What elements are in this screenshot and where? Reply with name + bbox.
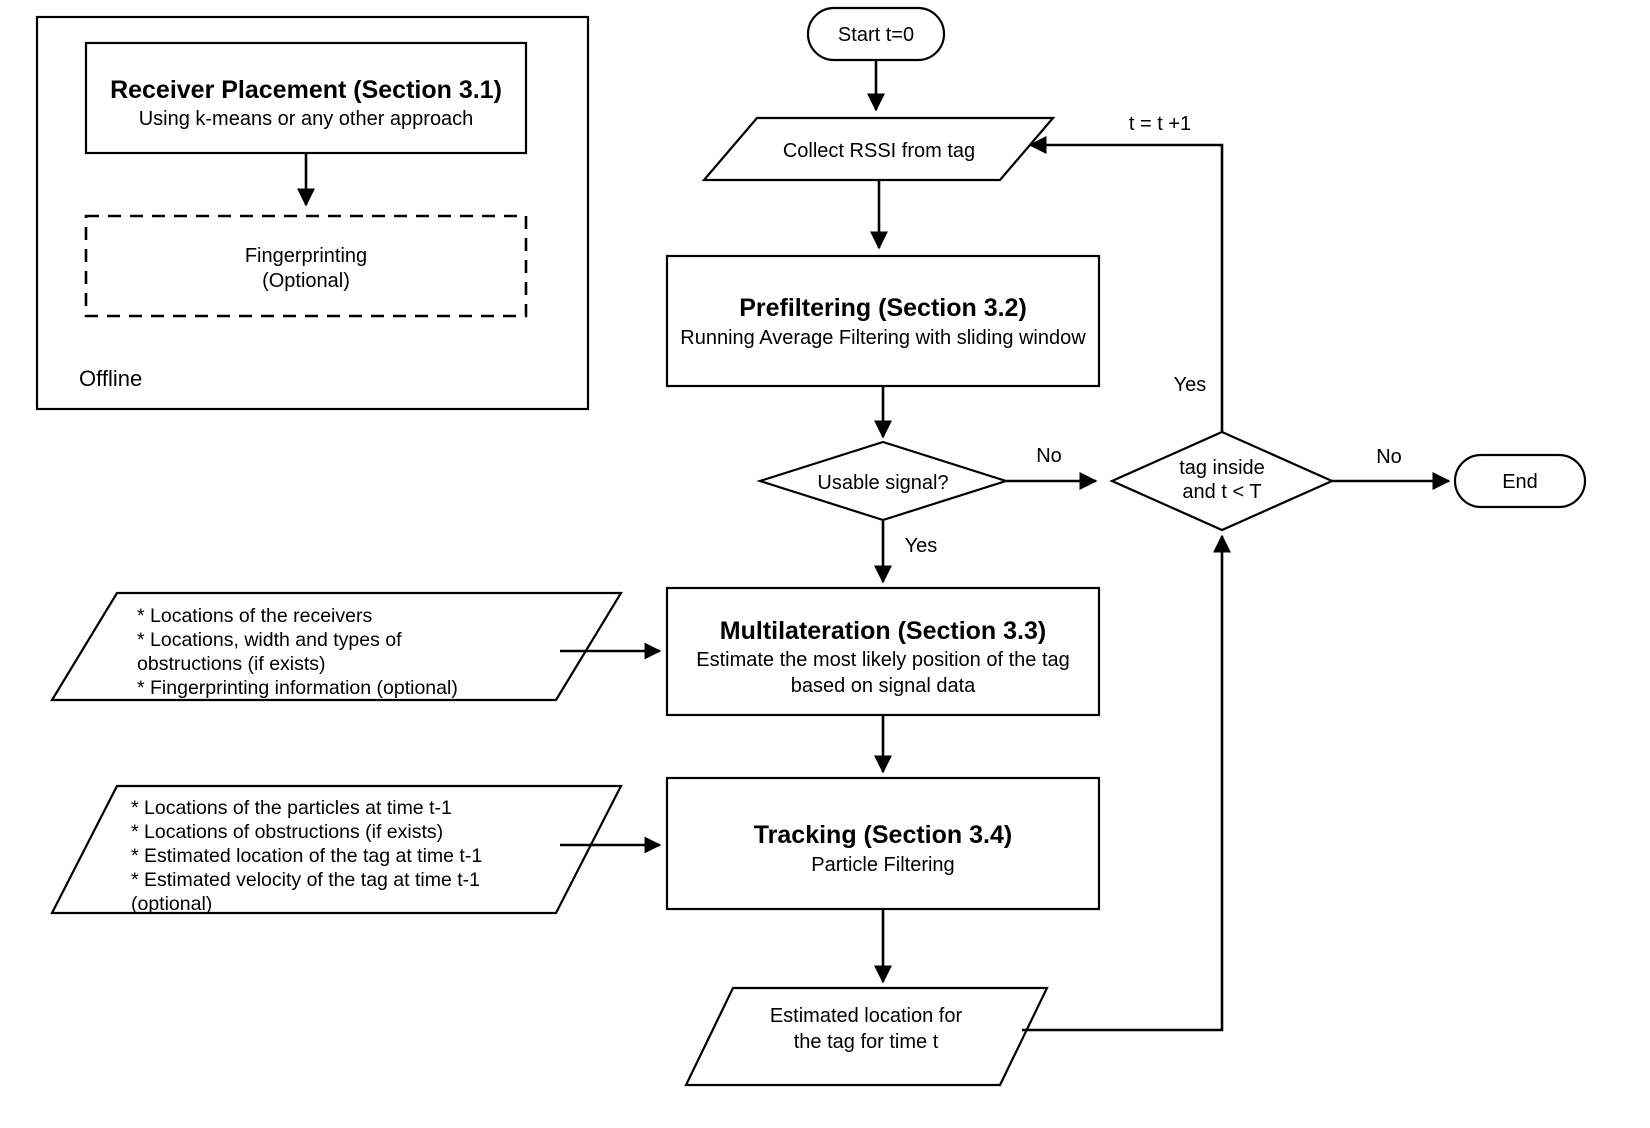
- tracking-inputs-group: * Locations of the particles at time t-1…: [50, 784, 623, 915]
- fingerprinting-label-line1: Fingerprinting: [245, 245, 367, 267]
- start-node-group: Start t=0: [806, 6, 946, 62]
- loop-decision-label-line1: tag inside: [1179, 457, 1265, 479]
- collect-rssi-label: Collect RSSI from tag: [783, 140, 975, 162]
- tracking-input-line-1: * Locations of the particles at time t-1: [131, 797, 452, 819]
- receiver-placement-box[interactable]: [84, 41, 528, 155]
- collect-rssi-group: Collect RSSI from tag: [701, 116, 1056, 182]
- loop-decision-group: tag inside and t < T: [1109, 430, 1335, 532]
- tracking-title: Tracking (Section 3.4): [754, 821, 1012, 849]
- start-node-label: Start t=0: [838, 24, 914, 46]
- receiver-placement-subtitle: Using k-means or any other approach: [139, 108, 474, 130]
- multilateration-inputs-group: * Locations of the receivers * Locations…: [50, 591, 623, 702]
- tracking-input-line-5: (optional): [131, 893, 212, 915]
- tracking-inputs-node[interactable]: [50, 784, 623, 915]
- multilateration-group: Multilateration (Section 3.3) Estimate t…: [665, 586, 1101, 717]
- output-label-line2: the tag for time t: [794, 1031, 939, 1053]
- prefiltering-subtitle: Running Average Filtering with sliding w…: [680, 327, 1086, 349]
- end-node-label: End: [1502, 471, 1538, 493]
- edge-label-usable-no: No: [1036, 445, 1062, 467]
- multilateration-box[interactable]: [665, 586, 1101, 717]
- multilateration-input-line-2: * Locations, width and types of: [137, 629, 402, 651]
- usable-signal-group: Usable signal?: [756, 440, 1010, 522]
- output-label-line1: Estimated location for: [770, 1005, 963, 1027]
- tracking-input-line-4: * Estimated velocity of the tag at time …: [131, 869, 480, 891]
- output-group: Estimated location for the tag for time …: [684, 986, 1049, 1087]
- offline-group-label: Offline: [79, 366, 142, 391]
- multilateration-inputs-node[interactable]: [50, 591, 623, 702]
- fingerprinting-label-line2: (Optional): [262, 270, 350, 292]
- multilateration-title: Multilateration (Section 3.3): [720, 617, 1046, 645]
- multilateration-subtitle-line2: based on signal data: [791, 675, 976, 697]
- edge-label-increment: t = t +1: [1129, 113, 1191, 135]
- offline-group: Receiver Placement (Section 3.1) Using k…: [35, 15, 590, 411]
- tracking-input-line-2: * Locations of obstructions (if exists): [131, 821, 443, 843]
- edge-label-loop-no: No: [1376, 446, 1402, 468]
- usable-signal-label: Usable signal?: [817, 472, 948, 494]
- loop-decision-label-line2: and t < T: [1182, 481, 1261, 503]
- end-node[interactable]: [1453, 453, 1587, 509]
- end-node-group: End: [1453, 453, 1587, 509]
- multilateration-input-line-3: obstructions (if exists): [137, 653, 326, 675]
- edge-loop-yes-to-collect: [1028, 135, 1224, 432]
- multilateration-input-line-4: * Fingerprinting information (optional): [137, 677, 458, 699]
- receiver-placement-title: Receiver Placement (Section 3.1): [110, 76, 502, 104]
- multilateration-input-line-1: * Locations of the receivers: [137, 605, 372, 627]
- edge-output-to-loop-decision: [1022, 534, 1232, 1032]
- loop-decision-diamond[interactable]: [1109, 430, 1335, 532]
- output-node[interactable]: [684, 986, 1049, 1087]
- prefiltering-box[interactable]: [665, 254, 1101, 388]
- collect-rssi-node[interactable]: [701, 116, 1056, 182]
- tracking-input-line-3: * Estimated location of the tag at time …: [131, 845, 482, 867]
- prefiltering-group: Prefiltering (Section 3.2) Running Avera…: [665, 254, 1101, 388]
- tracking-box[interactable]: [665, 776, 1101, 911]
- start-node[interactable]: [806, 6, 946, 62]
- edge-label-usable-yes: Yes: [905, 535, 938, 557]
- prefiltering-title: Prefiltering (Section 3.2): [739, 294, 1027, 322]
- fingerprinting-box[interactable]: [84, 214, 528, 318]
- usable-signal-diamond[interactable]: [756, 440, 1010, 522]
- multilateration-subtitle-line1: Estimate the most likely position of the…: [696, 649, 1070, 671]
- tracking-subtitle: Particle Filtering: [811, 854, 954, 876]
- tracking-group: Tracking (Section 3.4) Particle Filterin…: [665, 776, 1101, 911]
- edge-label-loop-yes: Yes: [1174, 374, 1207, 396]
